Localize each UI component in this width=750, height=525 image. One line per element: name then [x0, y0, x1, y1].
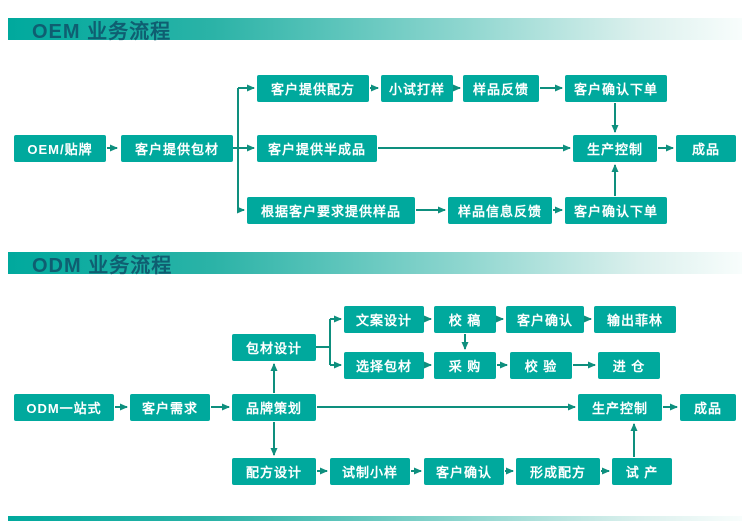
node-odm-packaging-design: 包材设计 — [232, 334, 316, 361]
node-odm-finished: 成品 — [680, 394, 736, 421]
node-oem-packaging: 客户提供包材 — [121, 135, 233, 162]
node-oem-formula: 客户提供配方 — [257, 75, 369, 102]
node-odm-copy-design: 文案设计 — [344, 306, 424, 333]
node-oem-source: OEM/贴牌 — [14, 135, 106, 162]
node-odm-inspect: 校 验 — [510, 352, 572, 379]
node-odm-confirm-bottom: 客户确认 — [424, 458, 504, 485]
node-odm-proofread: 校 稿 — [434, 306, 496, 333]
node-oem-sample-request: 根据客户要求提供样品 — [247, 197, 415, 224]
node-oem-trial: 小试打样 — [381, 75, 453, 102]
node-odm-formula-final: 形成配方 — [516, 458, 600, 485]
odm-section-header: ODM 业务流程 — [8, 252, 742, 277]
node-oem-production: 生产控制 — [573, 135, 657, 162]
node-odm-warehouse: 进 仓 — [598, 352, 660, 379]
node-oem-feedback: 样品反馈 — [463, 75, 539, 102]
node-odm-film-output: 输出菲林 — [594, 306, 676, 333]
node-oem-sample-feedback: 样品信息反馈 — [448, 197, 552, 224]
footer-divider — [8, 516, 742, 521]
oem-section-header: OEM 业务流程 — [8, 18, 742, 43]
node-odm-confirm-top: 客户确认 — [506, 306, 584, 333]
node-odm-purchase: 采 购 — [434, 352, 496, 379]
node-odm-source: ODM一站式 — [14, 394, 114, 421]
node-oem-semi: 客户提供半成品 — [257, 135, 377, 162]
node-odm-production: 生产控制 — [578, 394, 662, 421]
node-odm-trial-production: 试 产 — [612, 458, 672, 485]
node-oem-finished: 成品 — [676, 135, 736, 162]
node-odm-formula-design: 配方设计 — [232, 458, 316, 485]
node-odm-trial-sample: 试制小样 — [330, 458, 410, 485]
oem-section-title: OEM 业务流程 — [32, 20, 172, 43]
node-oem-confirm-top: 客户确认下单 — [565, 75, 667, 102]
node-odm-demand: 客户需求 — [130, 394, 210, 421]
node-oem-confirm-bottom: 客户确认下单 — [565, 197, 667, 224]
odm-section-title: ODM 业务流程 — [32, 254, 173, 277]
node-odm-branding: 品牌策划 — [232, 394, 316, 421]
node-odm-select-packaging: 选择包材 — [344, 352, 424, 379]
